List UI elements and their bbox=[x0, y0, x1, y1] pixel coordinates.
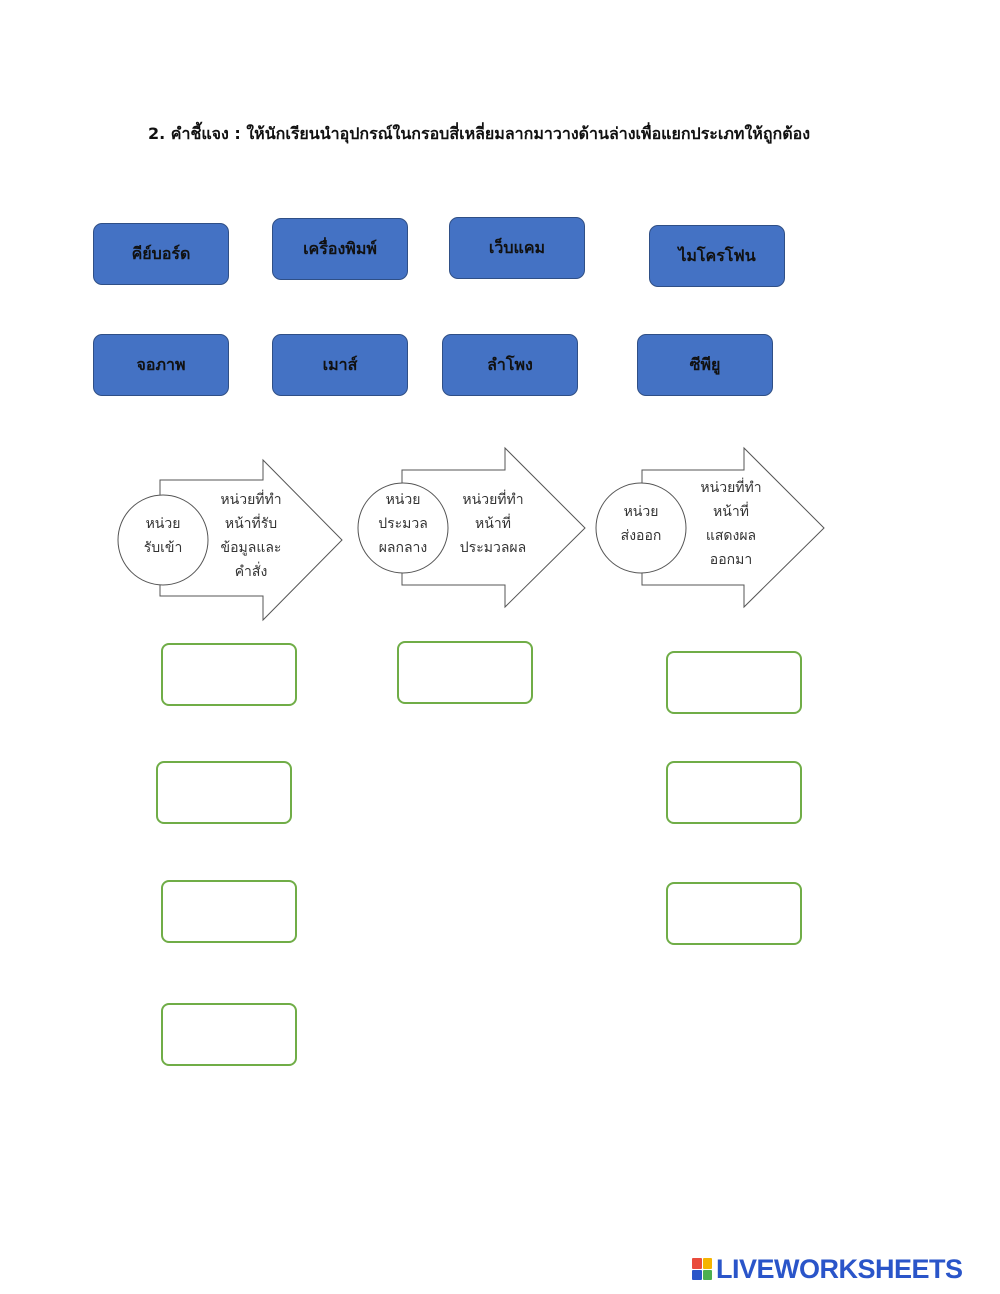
drop-zone-output-3[interactable] bbox=[666, 882, 802, 945]
instruction-text: 2. คำชี้แจง : ให้นักเรียนนำอุปกรณ์ในกรอบ… bbox=[148, 124, 810, 143]
drop-zone-input-3[interactable] bbox=[161, 880, 297, 943]
drag-item-printer[interactable]: เครื่องพิมพ์ bbox=[272, 218, 408, 280]
drag-item-webcam[interactable]: เว็บแคม bbox=[449, 217, 585, 279]
output-arrow-shape bbox=[641, 446, 825, 609]
input-unit-label: หน่วยรับเข้า bbox=[143, 516, 183, 556]
drop-zone-process-1[interactable] bbox=[397, 641, 533, 704]
output-unit-circle bbox=[595, 482, 687, 574]
drop-zone-input-4[interactable] bbox=[161, 1003, 297, 1066]
drag-item-cpu[interactable]: ซีพียู bbox=[637, 334, 773, 396]
liveworksheets-logo: LIVEWORKSHEETS bbox=[692, 1254, 992, 1284]
drag-item-speaker[interactable]: ลำโพง bbox=[442, 334, 578, 396]
process-unit-description: หน่วยที่ทำหน้าที่ประมวลผล bbox=[459, 492, 527, 556]
process-unit-label: หน่วยประมวลผลกลาง bbox=[378, 492, 428, 556]
drop-zone-output-1[interactable] bbox=[666, 651, 802, 714]
input-arrow-shape bbox=[159, 458, 343, 622]
drop-zone-input-2[interactable] bbox=[156, 761, 292, 824]
output-unit-label: หน่วยส่งออก bbox=[620, 504, 662, 544]
process-unit-circle bbox=[357, 482, 449, 574]
drag-item-keyboard[interactable]: คีย์บอร์ด bbox=[93, 223, 229, 285]
drag-item-monitor[interactable]: จอภาพ bbox=[93, 334, 229, 396]
process-arrow-shape bbox=[401, 446, 586, 609]
unit-flow-diagram: หน่วยรับเข้า หน่วยที่ทำหน้าที่รับ ข้อมูล… bbox=[0, 440, 1000, 630]
output-unit-description: หน่วยที่ทำหน้าที่ แสดงผลออกมา bbox=[700, 480, 762, 568]
drag-item-microphone[interactable]: ไมโครโฟน bbox=[649, 225, 785, 287]
logo-text: LIVEWORKSHEETS bbox=[716, 1253, 963, 1284]
drag-item-mouse[interactable]: เมาส์ bbox=[272, 334, 408, 396]
input-unit-description: หน่วยที่ทำหน้าที่รับ ข้อมูลและคำสั่ง bbox=[220, 492, 282, 580]
drop-zone-input-1[interactable] bbox=[161, 643, 297, 706]
input-unit-circle bbox=[117, 494, 209, 586]
drop-zone-output-2[interactable] bbox=[666, 761, 802, 824]
flow-arrows-svg bbox=[117, 446, 825, 622]
logo-grid-icon bbox=[692, 1258, 712, 1280]
